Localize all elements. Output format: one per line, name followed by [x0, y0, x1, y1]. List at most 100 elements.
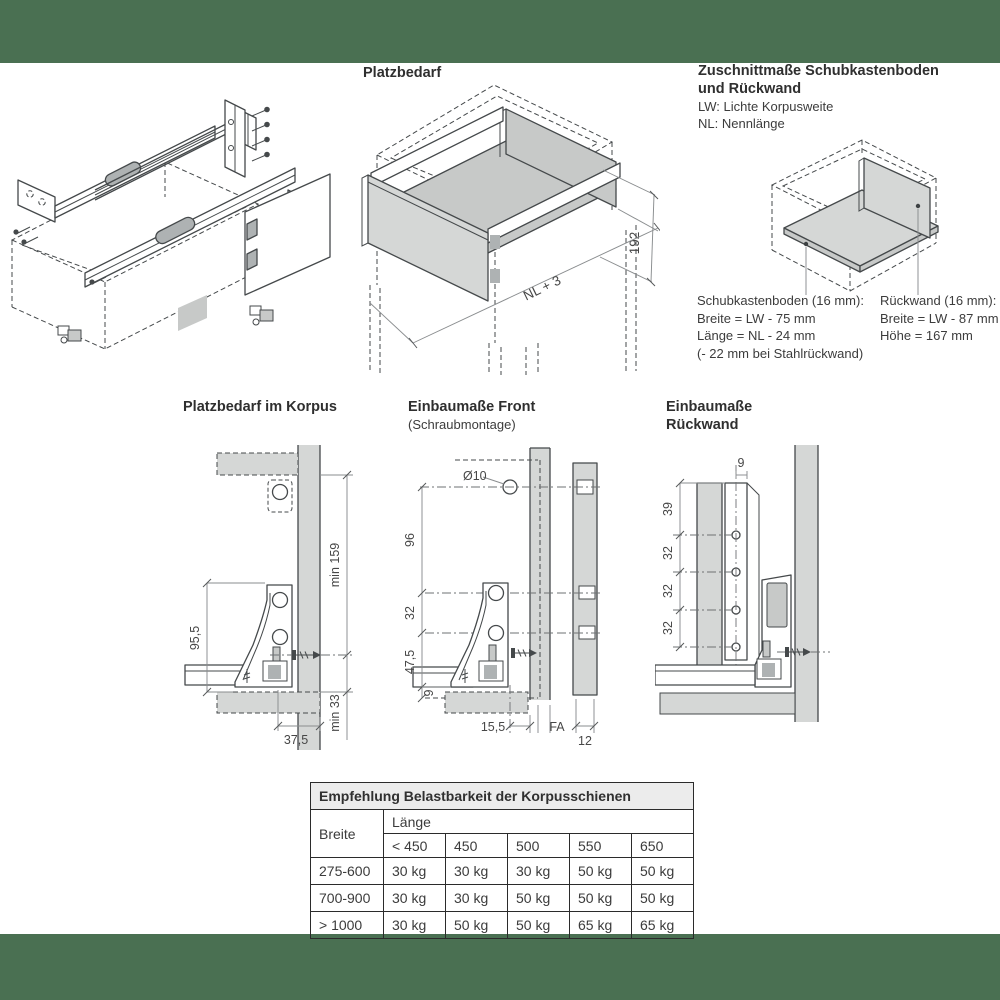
hole-label: Ø10 [463, 469, 487, 483]
dimension-fa: FA [537, 705, 565, 734]
load-cell: 30 kg [383, 884, 446, 912]
damper-block [766, 582, 788, 628]
row-header: > 1000 [310, 911, 384, 939]
leader-dot [915, 203, 921, 209]
floor-bar [659, 692, 796, 715]
dim-label: 9 [422, 689, 436, 696]
screw-icon [243, 669, 251, 683]
platzbedarf-illustration: 192 NL + 3 [361, 85, 660, 375]
damper-capsule [155, 216, 196, 245]
load-cell: 30 kg [383, 857, 446, 885]
zuschnitt-nl-note: NL: Nennlänge [698, 116, 785, 131]
drawer-rail [84, 167, 296, 288]
load-cell: 30 kg [445, 884, 508, 912]
dimension-min159: min 159 [320, 470, 353, 660]
page-top-band [0, 0, 1000, 63]
screw-icon [251, 106, 270, 162]
zuschnitt-lw-note: LW: Lichte Korpusweite [698, 99, 834, 114]
rueckwand-heading: Rückwand (16 mm): [880, 293, 997, 308]
load-cell: 50 kg [507, 884, 570, 912]
drawer-rail [54, 125, 216, 219]
screw-icon [461, 669, 469, 683]
dim-label: min 33 [328, 694, 342, 732]
front-clip [490, 235, 500, 249]
dim-label: 12 [578, 734, 592, 748]
table-row: 700-900 30 kg 30 kg 50 kg 50 kg 50 kg [310, 884, 694, 912]
screw-icon [13, 226, 39, 245]
dim-label: 32 [661, 546, 675, 560]
load-cell: 50 kg [507, 911, 570, 939]
floor-dashed [216, 691, 321, 714]
dimension-12: 12 [571, 699, 599, 748]
front-panel-edge-view [557, 462, 603, 696]
korpus-title: Platzbedarf im Korpus [183, 399, 337, 415]
drawer-profile [184, 584, 293, 688]
dim-label: 95,5 [188, 626, 202, 650]
screw-icon [511, 648, 537, 658]
load-capacity-table: Empfehlung Belastbarkeit der Korpusschie… [310, 782, 694, 939]
front-clamp [249, 305, 274, 326]
dimension-375: 37,5 [273, 690, 325, 747]
rueckwand-note: Rückwand (16 mm): Breite = LW - 87 mm Hö… [880, 292, 999, 345]
clamp-pin [762, 640, 771, 658]
dim-label: 39 [661, 502, 675, 516]
hole-rail-panel [724, 465, 760, 670]
dimension-155: 15,5 [481, 685, 535, 734]
front-clip [490, 269, 500, 283]
table-row: > 1000 30 kg 50 kg 50 kg 65 kg 65 kg [310, 911, 694, 939]
load-cell: 50 kg [631, 884, 694, 912]
zuschnitt-title-line1: Zuschnittmaße Schubkastenboden [698, 63, 939, 79]
rueckwand-diagram: 9 39 32 32 32 [655, 445, 830, 722]
table-title: Empfehlung Belastbarkeit der Korpusschie… [310, 782, 694, 810]
front-subtitle: (Schraubmontage) [408, 417, 516, 432]
zuschnitt-heading: Zuschnittmaße Schubkastenboden und Rückw… [698, 62, 939, 132]
dim-label: 96 [405, 533, 417, 547]
dim-label: FA [549, 720, 565, 734]
length-col-header: 650 [631, 833, 694, 858]
clamp-pin [488, 644, 497, 662]
back-wall-panel [696, 482, 723, 681]
korpus-diagram: 95,5 min 159 min 33 37,5 [184, 445, 353, 750]
load-cell: 50 kg [631, 857, 694, 885]
length-col-header: 450 [445, 833, 508, 858]
row-header: 275-600 [310, 857, 384, 885]
dim-label: 32 [405, 606, 417, 620]
rueckwand-title-line2: Rückwand [666, 417, 739, 433]
dimension-chain: 96 32 47,5 9 [405, 482, 451, 703]
front-clamp [57, 325, 82, 344]
top-rail-dashed [216, 452, 299, 476]
cabinet-side-panel [795, 445, 818, 722]
table-row: 275-600 30 kg 30 kg 30 kg 50 kg 50 kg [310, 857, 694, 885]
dimension-955: 95,5 [188, 578, 265, 697]
load-cell: 65 kg [631, 911, 694, 939]
dim-label: 47,5 [405, 650, 417, 674]
col-header-laenge: Länge [383, 809, 694, 834]
col-header-breite: Breite [310, 809, 384, 858]
load-cell: 30 kg [507, 857, 570, 885]
screw-icon [777, 647, 830, 657]
dim-label: 192 [627, 232, 642, 255]
rueckwand-line1: Breite = LW - 87 mm [880, 310, 999, 326]
page-bottom-band [0, 934, 1000, 1000]
dimension-9: 9 [735, 456, 748, 479]
dimension-min33: min 33 [320, 655, 353, 740]
dimension-chain: 39 32 32 32 [661, 478, 732, 652]
load-cell: 65 kg [569, 911, 632, 939]
screw-icon [270, 650, 353, 660]
load-cell: 30 kg [445, 857, 508, 885]
dim-label: 15,5 [481, 720, 505, 734]
rueckwand-line2: Höhe = 167 mm [880, 328, 973, 343]
mounting-plate [17, 179, 56, 223]
dim-label: 9 [738, 456, 745, 470]
load-cell: 50 kg [445, 911, 508, 939]
length-col-header: 500 [507, 833, 570, 858]
length-col-header: < 450 [383, 833, 446, 858]
dim-label: NL + 3 [521, 273, 563, 304]
drawer-side-panel [244, 173, 331, 296]
platzbedarf-title: Platzbedarf [363, 65, 442, 81]
dim-label: 37,5 [284, 733, 308, 747]
load-cell: 50 kg [569, 884, 632, 912]
drawer-iso [361, 106, 621, 302]
drawer-bottom-board [655, 664, 756, 686]
length-col-header: 550 [569, 833, 632, 858]
